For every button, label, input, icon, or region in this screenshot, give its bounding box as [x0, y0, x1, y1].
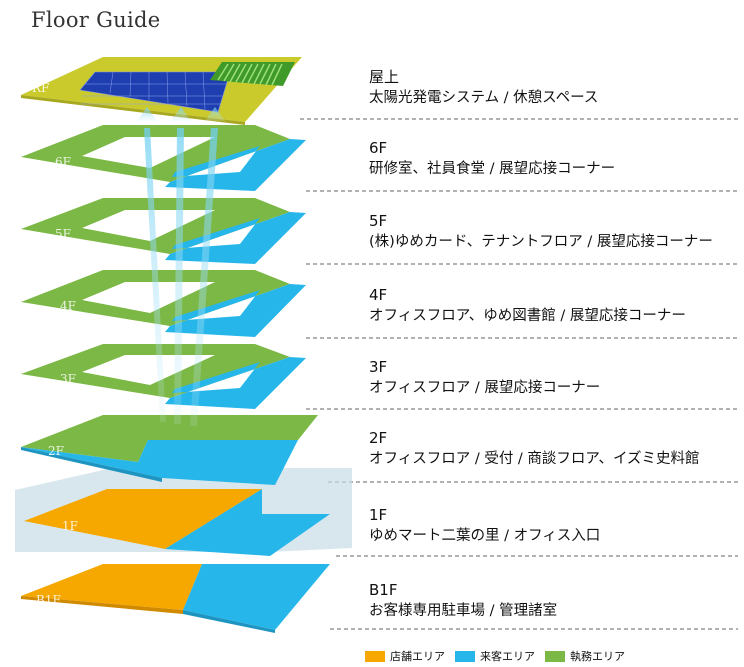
floor-5f-label: 5F [55, 227, 71, 241]
legend-label-visitor: 来客エリア [480, 650, 535, 663]
floor-4f-name: 4F [369, 286, 388, 304]
floor-3f-desc: オフィスフロア / 展望応接コーナー [369, 380, 601, 396]
floor-rf-label: RF [32, 81, 49, 95]
floor-b1f-info: B1F お客様専用駐車場 / 管理諸室 [369, 580, 557, 622]
legend-label-office: 執務エリア [570, 650, 625, 663]
floor-b1f-name: B1F [369, 581, 398, 599]
page-title: Floor Guide [31, 8, 161, 32]
legend-item-store: 店舗エリア [365, 648, 445, 664]
floor-3f-label: 3F [60, 372, 76, 386]
floor-3f-plate: 3F [21, 344, 306, 409]
floor-1f-info: 1F ゆめマート二葉の里 / オフィス入口 [369, 505, 600, 547]
legend-label-store: 店舗エリア [390, 650, 445, 663]
floor-rf-desc: 太陽光発電システム / 休憩スペース [369, 90, 599, 106]
floor-rf-info: 屋上 太陽光発電システム / 休憩スペース [369, 67, 598, 109]
light-shafts [137, 107, 225, 426]
floor-5f-plate: 5F [21, 198, 306, 264]
floor-2f-plate: 2F [21, 415, 318, 485]
floor-b1f-label: B1F [36, 593, 61, 607]
floor-b1f-plate: B1F [21, 564, 330, 633]
floor-rf-plate: RF [21, 57, 302, 125]
legend-swatch-office [545, 650, 565, 662]
legend-item-office: 執務エリア [545, 648, 625, 664]
floor-4f-desc: オフィスフロア、ゆめ図書館 / 展望応接コーナー [369, 308, 686, 324]
floor-2f-name: 2F [369, 429, 388, 447]
floor-1f-label: 1F [62, 519, 78, 533]
floor-1f-name: 1F [369, 506, 388, 524]
floor-4f-info: 4F オフィスフロア、ゆめ図書館 / 展望応接コーナー [369, 285, 686, 327]
floor-5f-name: 5F [369, 212, 388, 230]
floor-6f-label: 6F [55, 155, 71, 169]
floor-rf-name: 屋上 [369, 68, 400, 86]
floor-5f-desc: (株)ゆめカード、テナントフロア / 展望応接コーナー [369, 234, 713, 250]
leader-lines [300, 118, 738, 630]
floor-6f-info: 6F 研修室、社員食堂 / 展望応接コーナー [369, 138, 615, 180]
floor-2f-label: 2F [48, 444, 64, 458]
legend-swatch-store [365, 650, 385, 662]
floor-6f-desc: 研修室、社員食堂 / 展望応接コーナー [369, 161, 616, 177]
floor-3f-name: 3F [369, 358, 388, 376]
floor-6f-name: 6F [369, 139, 388, 157]
floor-1f-plate: 1F [24, 489, 330, 556]
floor-4f-plate: 4F [21, 270, 306, 337]
floor-b1f-desc: お客様専用駐車場 / 管理諸室 [369, 603, 558, 619]
legend-item-visitor: 来客エリア [455, 648, 535, 664]
floor-3f-info: 3F オフィスフロア / 展望応接コーナー [369, 357, 600, 399]
floor-2f-info: 2F オフィスフロア / 受付 / 商談フロア、イズミ史料館 [369, 428, 700, 470]
floor-2f-desc: オフィスフロア / 受付 / 商談フロア、イズミ史料館 [369, 451, 700, 467]
floor-6f-plate: 6F [21, 125, 306, 191]
floor-1f-desc: ゆめマート二葉の里 / オフィス入口 [369, 528, 601, 544]
legend-swatch-visitor [455, 650, 475, 662]
rooftop-greenery [210, 62, 295, 86]
legend: 店舗エリア 来客エリア 執務エリア [365, 648, 635, 664]
floor-4f-label: 4F [60, 299, 76, 313]
floor-5f-info: 5F (株)ゆめカード、テナントフロア / 展望応接コーナー [369, 211, 713, 253]
